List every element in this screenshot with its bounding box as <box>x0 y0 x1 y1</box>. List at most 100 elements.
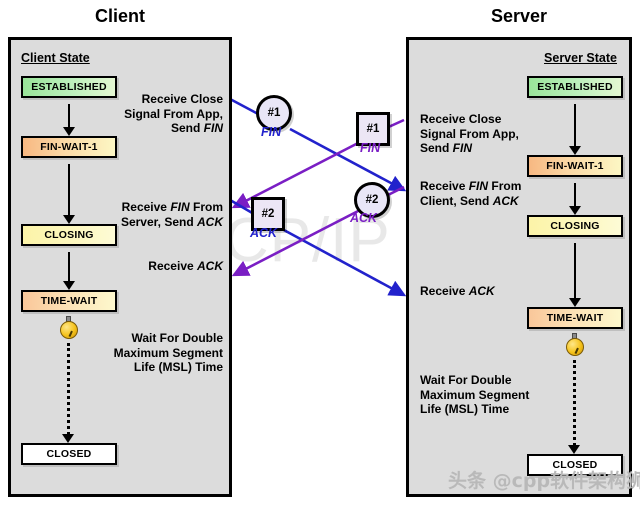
emphasis-fin: FIN <box>468 179 489 193</box>
client-state-heading: Client State <box>21 51 90 65</box>
server-event-recv-fin-line2: Client, Send ACK <box>420 194 542 209</box>
arrow-head <box>63 281 75 290</box>
client-transition-arrow-2 <box>62 164 76 224</box>
server-state-fin-wait-1: FIN-WAIT-1 <box>527 155 623 177</box>
arrow-head <box>63 215 75 224</box>
server-state-time-wait: TIME-WAIT <box>527 307 623 329</box>
server-column-title: Server <box>490 6 548 26</box>
client-state-established: ESTABLISHED <box>21 76 117 98</box>
txt: Send <box>170 121 204 135</box>
txt: Receive <box>148 259 197 273</box>
client-ack-arrow <box>281 227 406 297</box>
stopwatch-hand <box>68 330 73 337</box>
server-panel: Server State ESTABLISHED FIN-WAIT-1 CLOS… <box>406 37 632 497</box>
message-marker-server-ack: #2 <box>354 182 390 218</box>
message-label-server-fin: FIN <box>360 141 381 155</box>
arrow-head <box>568 445 580 454</box>
arrow-head <box>63 127 75 136</box>
client-event-recv-ack-line1: Receive ACK <box>103 259 223 274</box>
client-event-recv-ack: Receive ACK <box>103 259 223 274</box>
arrow-shaft <box>574 104 576 147</box>
client-state-closing: CLOSING <box>21 224 117 246</box>
emphasis-ack: ACK <box>468 284 495 298</box>
txt: Receive <box>121 200 171 214</box>
client-column-title: Client <box>94 6 145 26</box>
server-transition-arrow-1 <box>568 104 582 155</box>
txt2: From <box>189 200 223 214</box>
client-event-recv-fin-line1: Receive FIN From <box>103 200 223 215</box>
emphasis-fin: FIN <box>452 141 473 155</box>
message-arrows-svg <box>232 98 406 297</box>
arrow-head <box>569 206 581 215</box>
server-state-heading: Server State <box>544 51 617 65</box>
stopwatch-body <box>566 338 584 356</box>
arrow-shaft <box>68 164 70 216</box>
server-msl-wait-note: Wait For Double Maximum Segment Life (MS… <box>420 373 550 417</box>
txt: Receive <box>420 179 469 193</box>
server-event-send-fin-line3: Send FIN <box>420 141 528 156</box>
stopwatch-body <box>60 321 78 339</box>
client-event-send-fin-line3: Send FIN <box>115 121 223 136</box>
server-event-send-fin-line2: Signal From App, <box>420 126 519 141</box>
client-event-recv-fin-send-ack: Receive FIN From Server, Send ACK <box>103 200 223 229</box>
client-panel: Client State ESTABLISHED FIN-WAIT-1 CLOS… <box>8 37 232 497</box>
client-msl-wait-note: Wait For Double Maximum Segment Life (MS… <box>93 331 223 375</box>
client-msl-wait-arrow <box>62 343 76 443</box>
watermark-author: 头条 @cpp软件架构狮 <box>448 470 640 492</box>
client-msl-line2: Maximum Segment <box>113 345 223 360</box>
emphasis-fin: FIN <box>170 200 190 214</box>
arrow-head <box>569 146 581 155</box>
server-event-recv-ack-line1: Receive ACK <box>420 284 542 299</box>
server-msl-line3: Life (MSL) Time <box>420 402 510 416</box>
client-msl-line1: Wait For Double <box>131 331 223 345</box>
server-msl-line1: Wait For Double <box>420 373 512 387</box>
message-marker-server-fin: #1 <box>356 112 390 146</box>
message-marker-client-fin: #1 <box>256 95 292 131</box>
client-event-recv-fin-line2: Server, Send ACK <box>103 215 223 230</box>
arrow-head <box>569 298 581 307</box>
client-state-fin-wait-1: FIN-WAIT-1 <box>21 136 117 158</box>
arrow-shaft <box>68 252 70 282</box>
arrow-shaft <box>573 360 576 446</box>
server-event-recv-ack: Receive ACK <box>420 284 542 299</box>
client-msl-line3: Life (MSL) Time <box>133 360 223 374</box>
message-label-client-ack: ACK <box>250 226 278 240</box>
client-event-send-fin: Receive Close Signal From App, Send FIN <box>115 92 223 136</box>
server-state-established: ESTABLISHED <box>527 76 623 98</box>
server-transition-arrow-3 <box>568 243 582 307</box>
server-event-recv-fin-send-ack: Receive FIN From Client, Send ACK <box>420 179 542 208</box>
message-label-server-ack: ACK <box>350 211 378 225</box>
client-transition-arrow-3 <box>62 252 76 290</box>
arrow-shaft <box>574 183 576 207</box>
message-label-client-fin: FIN <box>261 125 282 139</box>
server-ack-arrow <box>232 207 363 277</box>
emphasis-ack: ACK <box>197 214 223 229</box>
client-ack-arrow-stub <box>232 199 255 216</box>
stopwatch-hand <box>574 347 579 354</box>
server-state-closing: CLOSING <box>527 215 623 237</box>
client-fin-arrow-stub <box>232 98 261 117</box>
arrow-shaft <box>68 104 70 128</box>
server-msl-wait-arrow <box>568 360 582 454</box>
server-transition-arrow-2 <box>568 183 582 215</box>
client-event-send-fin-line1: Receive Close <box>141 92 223 106</box>
stopwatch-icon <box>58 316 80 340</box>
txt: Receive <box>420 284 469 298</box>
emphasis-ack: ACK <box>492 193 519 208</box>
emphasis-fin: FIN <box>203 121 223 135</box>
txt: Send <box>420 141 453 155</box>
server-event-recv-fin-line1: Receive FIN From <box>420 179 542 194</box>
message-exchange-area: #1 FIN #1 FIN #2 ACK #2 ACK <box>232 37 406 497</box>
client-transition-arrow-1 <box>62 104 76 136</box>
emphasis-ack: ACK <box>197 259 223 273</box>
txt: Client, Send <box>420 193 493 208</box>
message-marker-client-ack: #2 <box>251 197 285 231</box>
server-event-send-fin: Receive Close Signal From App, Send FIN <box>420 112 528 156</box>
arrow-shaft <box>67 343 70 435</box>
arrow-head <box>62 434 74 443</box>
server-state-closed: CLOSED <box>527 454 623 476</box>
txt: Server, Send <box>120 214 197 229</box>
arrow-shaft <box>574 243 576 299</box>
server-msl-line2: Maximum Segment <box>420 387 530 402</box>
